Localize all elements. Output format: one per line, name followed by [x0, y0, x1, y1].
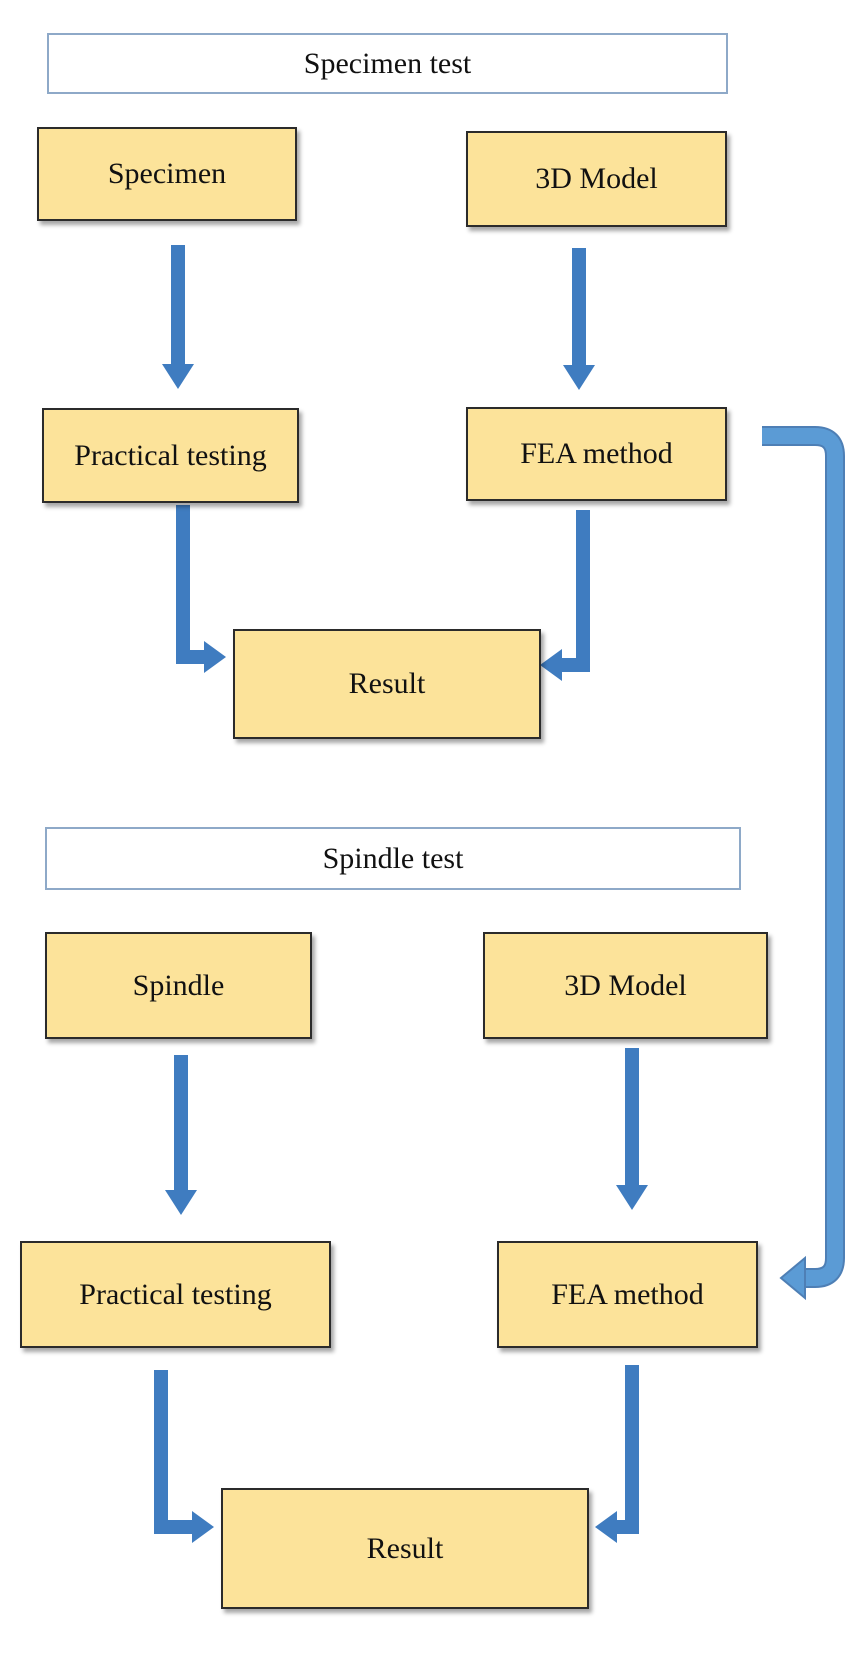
- arrow-practical-to-result: [176, 505, 226, 673]
- node-result-spindle: Result: [221, 1488, 589, 1609]
- node-label: Result: [348, 667, 426, 700]
- section-title-spindle-test: Spindle test: [45, 827, 741, 890]
- node-label: Practical testing: [74, 438, 267, 472]
- arrow-spindle-to-practical: [165, 1055, 197, 1215]
- node-label: 3D Model: [535, 162, 658, 195]
- node-3d-model-spindle: 3D Model: [483, 932, 768, 1039]
- node-practical-testing-spindle: Practical testing: [20, 1241, 331, 1348]
- arrow-specimen-to-practical: [162, 245, 194, 389]
- node-label: Specimen: [107, 157, 227, 190]
- section-title-label: Spindle test: [322, 841, 464, 875]
- node-specimen: Specimen: [37, 127, 297, 221]
- node-practical-testing: Practical testing: [42, 408, 299, 503]
- node-label: Practical testing: [79, 1277, 272, 1311]
- node-label: FEA method: [551, 1277, 704, 1311]
- node-label: 3D Model: [564, 968, 687, 1002]
- node-fea-method-spindle: FEA method: [497, 1241, 758, 1348]
- node-result: Result: [233, 629, 541, 739]
- section-title-specimen-test: Specimen test: [47, 33, 728, 94]
- node-label: Result: [366, 1531, 444, 1565]
- arrow-fea-to-result: [540, 510, 590, 681]
- arrow-model2-to-fea2: [616, 1048, 648, 1210]
- arrow-practical2-to-result2: [154, 1370, 214, 1543]
- arrow-fea-to-fea-long: [762, 426, 845, 1301]
- arrow-fea2-to-result2: [595, 1365, 639, 1543]
- node-fea-method: FEA method: [466, 407, 727, 501]
- node-3d-model: 3D Model: [466, 131, 727, 227]
- node-label: Spindle: [132, 968, 225, 1002]
- section-title-label: Specimen test: [303, 46, 472, 80]
- node-spindle: Spindle: [45, 932, 312, 1039]
- arrow-model-to-fea: [563, 248, 595, 390]
- node-label: FEA method: [520, 437, 673, 470]
